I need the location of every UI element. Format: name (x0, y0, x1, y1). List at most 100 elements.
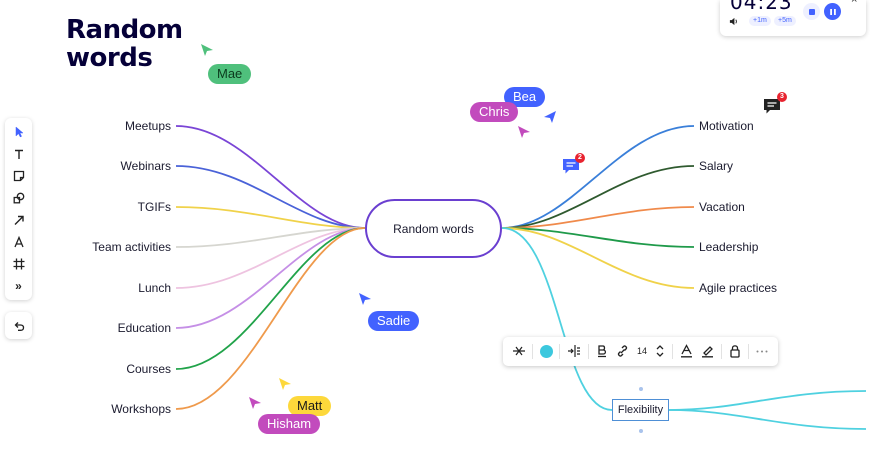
selection-handle-top[interactable] (639, 387, 643, 391)
select-tool[interactable] (9, 122, 29, 142)
more-options-icon[interactable] (756, 350, 768, 353)
undo-button[interactable] (5, 312, 32, 339)
text-color-icon[interactable] (680, 344, 693, 358)
font-size-stepper-icon[interactable] (656, 344, 664, 358)
node-agile-practices[interactable]: Agile practices (699, 281, 778, 295)
bold-icon[interactable] (596, 344, 608, 358)
cursor-label-matt: Matt (288, 396, 332, 416)
branch-agile-practices (501, 227, 695, 289)
comment-icon (563, 159, 579, 174)
select-icon (15, 126, 24, 138)
cursor-arrow-sadie (359, 293, 371, 305)
node-education[interactable]: Education (117, 321, 171, 335)
branch-workshops (175, 227, 366, 410)
shapes-icon (13, 192, 24, 204)
add-1-minute-button[interactable]: +1m (749, 16, 771, 26)
cursor-arrow-matt (279, 378, 291, 390)
toolbar-separator (559, 344, 560, 359)
toolbar-separator (532, 344, 533, 359)
highlight-icon[interactable] (701, 344, 714, 358)
branch-flexibility-child-1 (668, 390, 867, 411)
cursor-arrow-bea (544, 111, 556, 123)
close-timer-button[interactable]: × (851, 0, 858, 6)
shapes-tool[interactable] (9, 188, 29, 208)
pause-icon (829, 8, 836, 15)
comment-thread-1[interactable]: 2 (562, 153, 585, 175)
undo-icon (14, 321, 24, 331)
node-courses[interactable]: Courses (126, 362, 171, 376)
align-icon[interactable] (567, 344, 581, 358)
node-leadership[interactable]: Leadership (699, 240, 759, 254)
sticky-note-tool[interactable] (9, 166, 29, 186)
cursor-label-hisham: Hisham (258, 414, 321, 434)
node-meetups[interactable]: Meetups (124, 119, 171, 133)
branch-webinars (175, 165, 366, 229)
timer-widget: 04:23 +1m +5m (720, 0, 866, 36)
cursor-label-bea: Bea (504, 87, 546, 107)
cursor-label-mae: Mae (208, 64, 252, 84)
fill-color-button[interactable] (540, 345, 553, 358)
lock-icon[interactable] (729, 344, 741, 358)
selection-handle-bottom[interactable] (639, 429, 643, 433)
mindmap-root-node[interactable]: Random words (365, 199, 502, 258)
node-tgifs[interactable]: TGIFs (137, 200, 171, 214)
sticky-note-icon (13, 170, 24, 182)
toolbar-separator (748, 344, 749, 359)
pause-timer-button[interactable] (824, 3, 841, 20)
node-flexibility-selected[interactable]: Flexibility (612, 399, 669, 421)
board-title-line-2: words (66, 43, 153, 73)
stop-timer-button[interactable] (803, 3, 820, 20)
timer-display: 04:23 (730, 0, 793, 14)
branch-vacation (501, 206, 695, 229)
cursor-arrow-chris (518, 126, 530, 138)
node-context-toolbar: 14 (503, 337, 778, 366)
node-vacation[interactable]: Vacation (699, 200, 745, 214)
branch-flexibility-child-2 (668, 409, 867, 430)
branch-meetups (175, 125, 366, 229)
branch-salary (501, 165, 695, 229)
more-tools-button[interactable]: » (9, 276, 29, 296)
pen-tool[interactable] (9, 232, 29, 252)
node-workshops[interactable]: Workshops (111, 402, 171, 416)
cursor-label-sadie: Sadie (368, 311, 420, 331)
connection-line-tool[interactable] (9, 210, 29, 230)
comment-thread-2[interactable]: 3 (763, 92, 787, 115)
node-webinars[interactable]: Webinars (120, 159, 171, 173)
creation-toolbar: » (5, 118, 32, 300)
add-5-minutes-button[interactable]: +5m (774, 16, 796, 26)
stop-icon (808, 8, 815, 15)
node-lunch[interactable]: Lunch (138, 281, 171, 295)
link-icon[interactable] (616, 344, 629, 358)
branch-education (175, 227, 366, 329)
branch-layout-icon[interactable] (512, 344, 526, 358)
text-icon (14, 149, 23, 159)
arrow-icon (14, 215, 24, 225)
text-tool[interactable] (9, 144, 29, 164)
comment-count-badge: 2 (575, 153, 585, 163)
volume-icon[interactable] (729, 17, 738, 26)
frame-icon (13, 258, 24, 270)
branch-flexibility (501, 227, 613, 411)
frame-tool[interactable] (9, 254, 29, 274)
branch-tgifs (175, 206, 366, 229)
branch-team-activities (175, 227, 366, 248)
toolbar-separator (721, 344, 722, 359)
comment-icon (764, 99, 780, 114)
branch-lunch (175, 227, 366, 289)
cursor-arrow-hisham (249, 397, 261, 409)
font-size-value[interactable]: 14 (637, 346, 648, 356)
toolbar-separator (588, 344, 589, 359)
more-icon: » (15, 279, 22, 293)
board-title-line-1: Random (66, 15, 183, 45)
branch-leadership (501, 227, 695, 248)
node-salary[interactable]: Salary (699, 159, 734, 173)
node-motivation[interactable]: Motivation (699, 119, 754, 133)
node-team-activities[interactable]: Team activities (92, 240, 171, 254)
branch-courses (175, 227, 366, 370)
toolbar-separator (672, 344, 673, 359)
pen-icon (13, 236, 24, 248)
cursor-arrow-mae (201, 44, 213, 56)
branch-motivation (501, 125, 695, 229)
cursor-label-chris: Chris (470, 102, 519, 122)
